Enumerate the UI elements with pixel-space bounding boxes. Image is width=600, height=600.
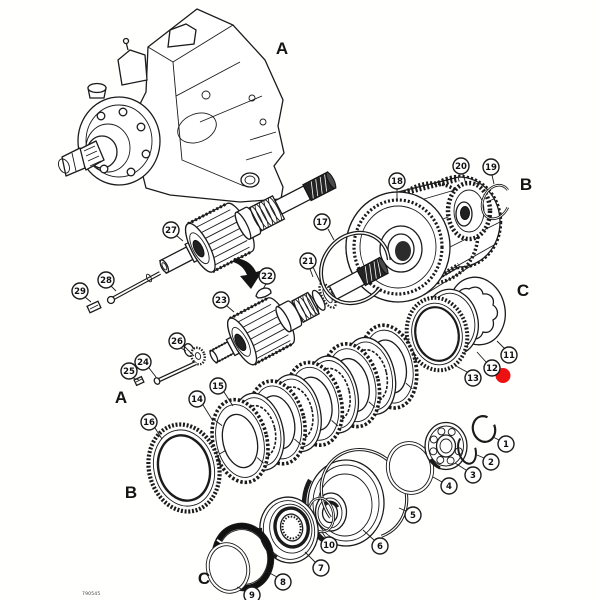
callout-10[interactable]: 10 xyxy=(320,531,338,554)
svg-text:6: 6 xyxy=(377,542,383,552)
svg-text:27: 27 xyxy=(165,226,177,236)
svg-text:14: 14 xyxy=(191,395,203,405)
section-label-a-top: A xyxy=(276,39,288,58)
svg-text:18: 18 xyxy=(391,177,403,187)
svg-text:3: 3 xyxy=(470,471,476,481)
svg-text:2: 2 xyxy=(488,458,494,468)
svg-text:29: 29 xyxy=(74,287,86,297)
svg-text:28: 28 xyxy=(100,276,112,286)
small-clip-part xyxy=(86,300,102,314)
callout-28[interactable]: 28 xyxy=(97,271,117,292)
svg-text:26: 26 xyxy=(171,337,183,347)
svg-text:23: 23 xyxy=(215,296,227,306)
svg-text:24: 24 xyxy=(137,358,149,368)
sealing-ring-9 xyxy=(205,542,251,594)
section-label-b-mid: B xyxy=(125,483,137,502)
callout-13[interactable]: 13 xyxy=(455,365,482,387)
callout-29[interactable]: 29 xyxy=(71,282,92,303)
callout-12[interactable]: 12 xyxy=(476,351,501,377)
bearing-group xyxy=(385,415,497,495)
svg-text:25: 25 xyxy=(123,367,135,377)
callout-1[interactable]: 1 xyxy=(492,435,515,453)
woodruff-key xyxy=(255,287,272,299)
svg-text:17: 17 xyxy=(316,218,328,228)
callout-15[interactable]: 15 xyxy=(209,377,234,407)
small-roller xyxy=(133,375,145,387)
section-label-b-top: B xyxy=(520,175,532,194)
callout-27[interactable]: 27 xyxy=(162,221,184,242)
section-label-a-mid: A xyxy=(115,388,127,407)
piston-drum-group xyxy=(301,447,409,548)
svg-text:16: 16 xyxy=(143,418,155,428)
large-snap-ring-17 xyxy=(319,230,391,306)
callout-17[interactable]: 17 xyxy=(313,213,335,241)
callout-3[interactable]: 3 xyxy=(454,462,482,484)
callout-25[interactable]: 25 xyxy=(120,362,140,381)
callout-4[interactable]: 4 xyxy=(432,476,458,495)
svg-text:22: 22 xyxy=(261,272,273,282)
callout-8[interactable]: 8 xyxy=(265,570,292,591)
callouts-layer: 1 2 3 4 5 6 7 8 9 10 11 12 13 14 15 16 1… xyxy=(71,157,518,600)
svg-text:8: 8 xyxy=(280,578,286,588)
svg-text:1: 1 xyxy=(503,440,509,450)
svg-text:20: 20 xyxy=(455,162,467,172)
callout-24[interactable]: 24 xyxy=(134,353,157,378)
drive-gear xyxy=(445,180,493,242)
callout-16[interactable]: 16 xyxy=(140,413,163,440)
callout-21[interactable]: 21 xyxy=(299,252,322,285)
svg-text:4: 4 xyxy=(446,482,452,492)
svg-text:11: 11 xyxy=(503,351,515,361)
pump-plate-group xyxy=(404,276,506,373)
svg-text:13: 13 xyxy=(467,374,479,384)
section-label-c-bottom: C xyxy=(198,569,210,588)
callout-23[interactable]: 23 xyxy=(212,291,235,313)
drawing-number: 790545 xyxy=(82,591,100,597)
callout-14[interactable]: 14 xyxy=(188,390,214,422)
callout-6[interactable]: 6 xyxy=(362,529,389,555)
shaft-pin xyxy=(153,360,197,385)
transmission-housing-drawing xyxy=(58,8,285,203)
svg-text:7: 7 xyxy=(318,564,324,574)
svg-text:21: 21 xyxy=(302,257,314,267)
assembly-arrow xyxy=(233,258,263,289)
callout-22[interactable]: 22 xyxy=(258,267,276,290)
callout-11[interactable]: 11 xyxy=(496,340,518,364)
pitot-tube-pin xyxy=(106,271,161,305)
upper-shaft-assembly xyxy=(158,171,337,275)
ball-bearing xyxy=(424,421,468,471)
ring-gear-16 xyxy=(146,422,222,514)
callout-9[interactable]: 9 xyxy=(236,586,261,600)
svg-text:19: 19 xyxy=(485,163,497,173)
callout-7[interactable]: 7 xyxy=(304,551,330,577)
section-label-c-top: C xyxy=(517,281,529,300)
svg-text:5: 5 xyxy=(410,511,416,521)
callout-5[interactable]: 5 xyxy=(398,506,422,524)
callout-18[interactable]: 18 xyxy=(388,172,406,199)
svg-text:12: 12 xyxy=(486,364,498,374)
callout-2[interactable]: 2 xyxy=(476,453,500,471)
callout-19[interactable]: 19 xyxy=(482,158,500,185)
lower-shaft-assembly xyxy=(209,256,389,366)
callout-20[interactable]: 20 xyxy=(452,157,470,185)
svg-text:10: 10 xyxy=(323,541,335,551)
svg-text:9: 9 xyxy=(249,591,255,600)
callout-26[interactable]: 26 xyxy=(168,332,195,357)
svg-text:15: 15 xyxy=(212,382,224,392)
